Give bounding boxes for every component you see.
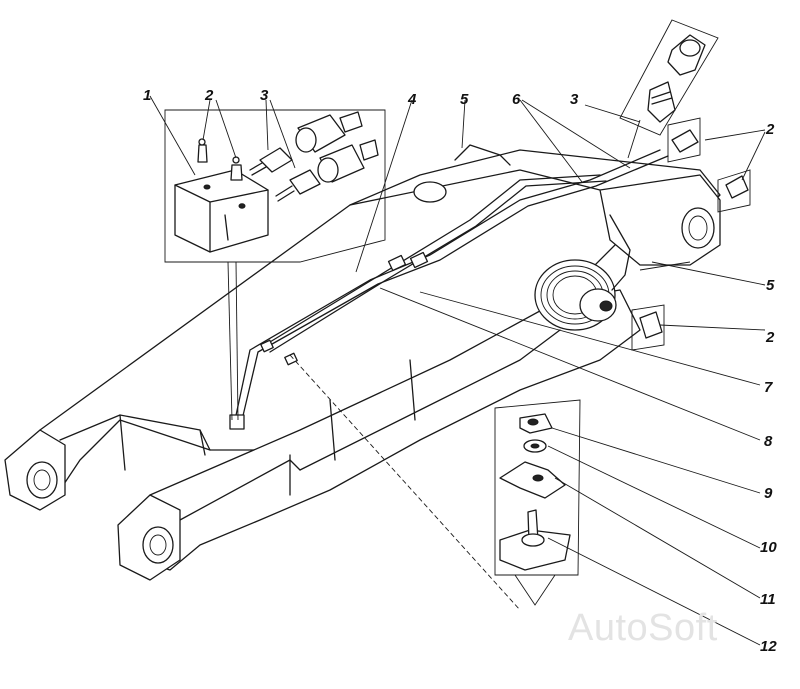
callout-2-head: 2 [765,121,775,138]
inset-clamp [289,354,581,611]
callout-6: 6 [512,91,521,108]
callout-8: 8 [764,433,773,450]
callout-5-top: 5 [460,91,469,108]
head-fittings [631,117,751,351]
callout-12: 12 [760,638,777,655]
leader-lines [149,95,766,646]
callout-2-lower: 2 [765,329,775,346]
callout-7: 7 [764,379,773,396]
callout-2-block: 2 [204,87,214,104]
boom [4,149,721,581]
inset-fitting [619,19,719,159]
grease-lines [229,144,691,430]
callout-4: 4 [407,91,417,108]
callout-3-inset: 3 [570,91,579,108]
callout-9: 9 [764,485,773,502]
callout-10: 10 [760,539,777,556]
callouts: 1 2 3 4 5 6 3 2 5 2 7 8 9 10 11 12 [143,87,777,655]
callout-5-right: 5 [766,277,775,294]
watermark: AutoSoft [568,607,718,649]
callout-1: 1 [143,87,151,104]
cylinder-mount [534,259,617,331]
callout-3-block: 3 [260,87,269,104]
callout-11: 11 [760,591,776,608]
